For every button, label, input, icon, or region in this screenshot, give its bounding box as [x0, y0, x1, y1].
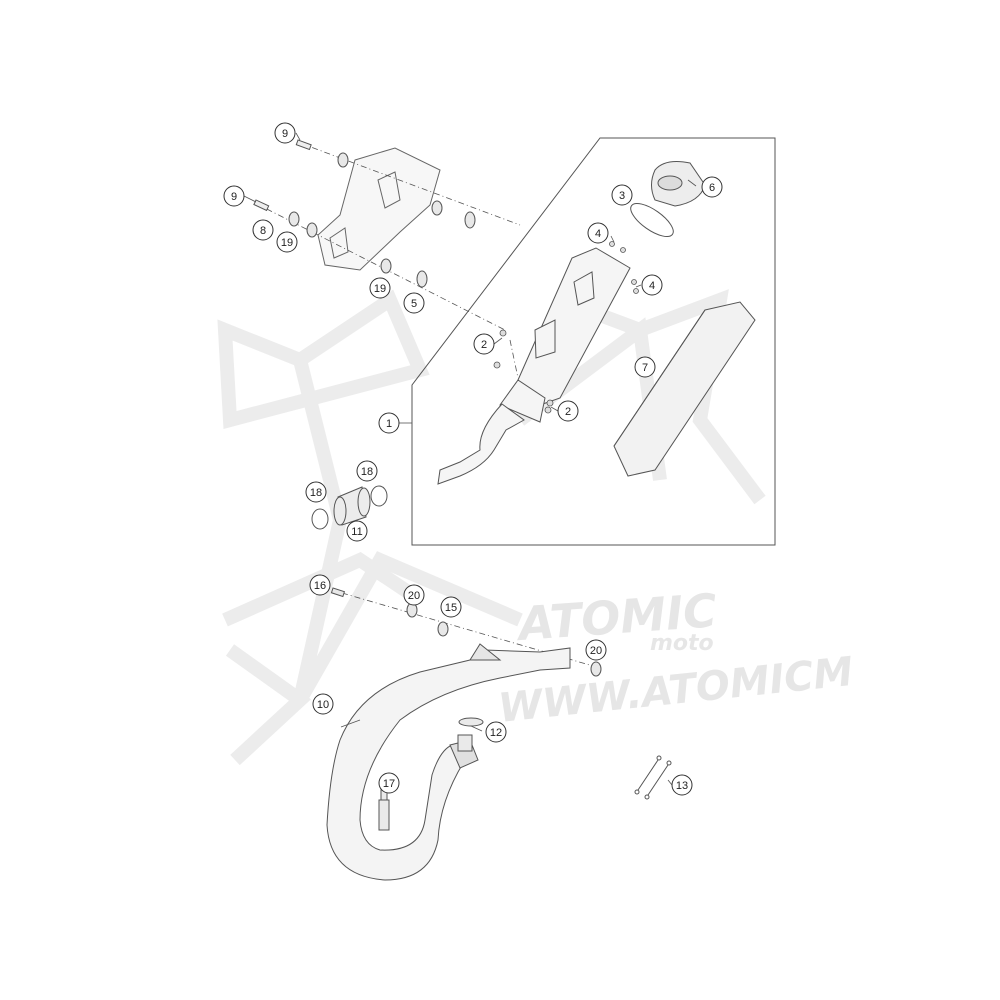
callout-4a: 4: [587, 222, 609, 244]
o-ring: [630, 202, 674, 238]
svg-text:20: 20: [408, 590, 420, 602]
callout-15: 15: [440, 596, 462, 618]
end-cap: [651, 161, 706, 207]
rivets: [493, 241, 639, 414]
callout-4b: 4: [641, 274, 663, 296]
callout-19a: 19: [276, 231, 298, 253]
heat-shield-plate: [317, 147, 441, 271]
bolts-upper: [253, 139, 312, 212]
svg-text:13: 13: [676, 780, 688, 792]
svg-text:12: 12: [490, 727, 502, 739]
svg-text:16: 16: [314, 580, 326, 592]
callout-2a: 2: [473, 333, 495, 355]
callout-9a: 9: [274, 122, 296, 144]
callout-2b: 2: [557, 400, 579, 422]
svg-text:5: 5: [411, 298, 417, 310]
watermark-sub-text: moto: [650, 631, 714, 656]
springs: [634, 755, 672, 800]
callout-16: 16: [309, 574, 331, 596]
callout-11: 11: [346, 520, 368, 542]
svg-text:4: 4: [649, 280, 655, 292]
svg-text:3: 3: [619, 190, 625, 202]
callout-13: 13: [671, 774, 693, 796]
svg-text:15: 15: [445, 602, 457, 614]
exhaust-pipe: [326, 643, 571, 881]
callout-20b: 20: [585, 639, 607, 661]
callout-12: 12: [485, 721, 507, 743]
silencer-outer-shell: [613, 301, 756, 477]
callout-18b: 18: [356, 460, 378, 482]
svg-text:17: 17: [383, 778, 395, 790]
svg-text:2: 2: [481, 339, 487, 351]
callout-1: 1: [378, 412, 400, 434]
callout-7: 7: [634, 356, 656, 378]
callout-3: 3: [611, 184, 633, 206]
callout-5: 5: [403, 292, 425, 314]
svg-text:19: 19: [374, 283, 386, 295]
callout-20a: 20: [403, 584, 425, 606]
connector-sleeve: [333, 486, 371, 526]
manifold-seal: [457, 717, 484, 752]
callout-8: 8: [252, 219, 274, 241]
svg-text:20: 20: [590, 645, 602, 657]
silencer-body: [437, 247, 631, 485]
svg-text:19: 19: [281, 237, 293, 249]
silencer-assembly-frame: [411, 137, 776, 546]
svg-text:1: 1: [386, 418, 392, 430]
callout-17: 17: [378, 772, 400, 794]
callout-6: 6: [701, 176, 723, 198]
svg-text:18: 18: [310, 487, 322, 499]
svg-text:18: 18: [361, 466, 373, 478]
svg-text:6: 6: [709, 182, 715, 194]
washers-spacers: [288, 152, 476, 288]
svg-text:9: 9: [282, 128, 288, 140]
callout-19b: 19: [369, 277, 391, 299]
chamber-fasteners: [330, 587, 602, 677]
callout-10: 10: [312, 693, 334, 715]
sealing-rings: [311, 485, 388, 530]
svg-text:10: 10: [317, 699, 329, 711]
svg-text:7: 7: [642, 362, 648, 374]
svg-text:9: 9: [231, 191, 237, 203]
svg-text:2: 2: [565, 406, 571, 418]
svg-text:11: 11: [351, 526, 362, 538]
leader-lines: [243, 132, 697, 793]
sensor: [378, 789, 390, 831]
callout-9b: 9: [223, 185, 245, 207]
svg-text:8: 8: [260, 225, 266, 237]
svg-text:4: 4: [595, 228, 601, 240]
callout-18a: 18: [305, 481, 327, 503]
